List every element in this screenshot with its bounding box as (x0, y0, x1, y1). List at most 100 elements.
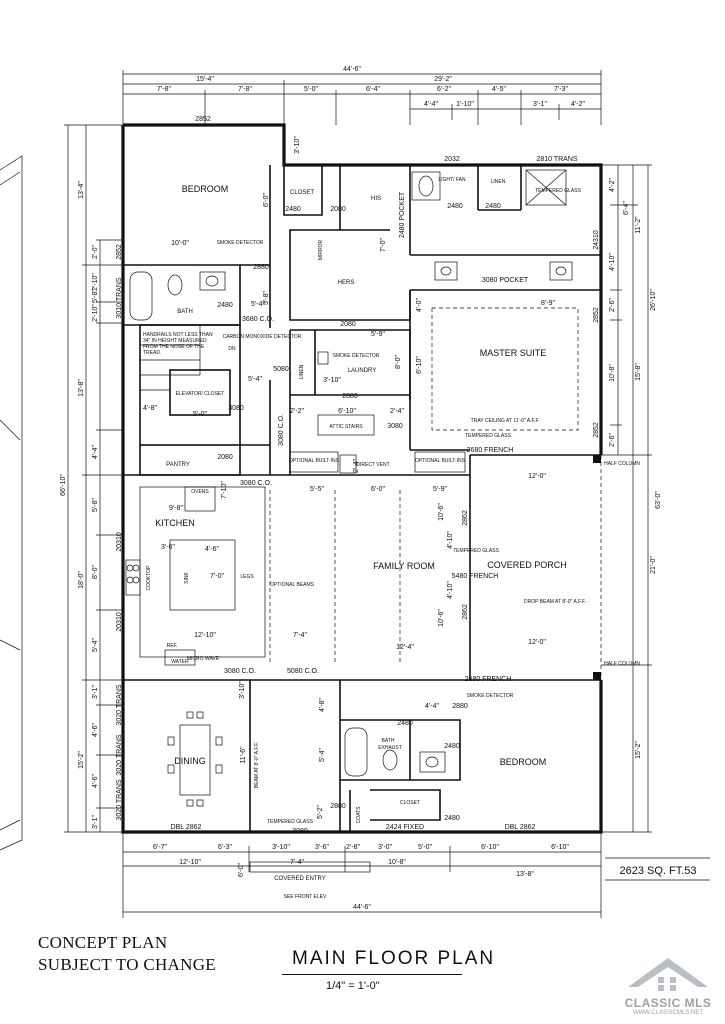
dim-int-st-d: 5'-4" (248, 376, 262, 383)
label-builtins-1: OPTIONAL BUILT-INS (289, 458, 340, 464)
label-bedroom-nw: BEDROOM (182, 184, 229, 194)
label-closet-se: CLOSET (400, 800, 420, 806)
dim-int-ms-w: 8'-9" (541, 300, 555, 307)
label-covered-entry: COVERED ENTRY (274, 876, 326, 882)
window-2852-ms2: 2852 (593, 422, 600, 438)
dim-int-v-e: 6'-10" (416, 356, 423, 374)
dim-top-left: 15'-4" (196, 76, 214, 83)
dim-int-v-h: 4'-10" (447, 531, 454, 549)
label-sink: SINK (184, 572, 190, 584)
label-smoke-2: SMOKE DETECTOR (333, 353, 380, 359)
plan-title: MAIN FLOOR PLAN (292, 948, 496, 969)
dim-int-l-c: 6'-10" (338, 408, 356, 415)
dim-bottom-4: 3'-6" (315, 844, 329, 851)
dim-top-b: 7'-8" (238, 86, 252, 93)
dim-int-k-c: 4'-6" (205, 546, 219, 553)
label-dining: DINING (174, 756, 206, 766)
label-tempered-glass-2: TEMPERED GLASS (465, 433, 512, 439)
door-2480-pocket: 2480 POCKET (399, 191, 406, 238)
window-24310: 24310 (593, 230, 600, 250)
dim-int-fr-a: 5'-5" (310, 486, 324, 493)
dim-int-k-b: 3'-6" (161, 544, 175, 551)
dim-int-fr-b: 6'-0" (371, 486, 385, 493)
dim-int-k-d: 7'-0" (210, 573, 224, 580)
door-2080-a: 2080 (340, 321, 356, 328)
dim-right-d: 15'-2" (635, 741, 642, 759)
label-family-room: FAMILY ROOM (373, 561, 435, 571)
label-master-suite: MASTER SUITE (480, 348, 547, 358)
dim-int-st-a: 4'-8" (143, 405, 157, 412)
dim-int-st-c: 5'-4" (251, 301, 265, 308)
dim-left-fine-8: 5'-4" (92, 638, 99, 652)
label-handrails: HANDRAILS NOT LESS THAN 34" IN HEIGHT ME… (143, 332, 213, 356)
window-3020-trans-c: 3020 TRANS (116, 779, 123, 820)
dim-int-bath-se-c: 5'-4" (319, 748, 326, 762)
label-laundry: LAUNDRY (348, 368, 377, 374)
tub-se (344, 727, 368, 777)
label-tempered-glass-4: TEMPERED GLASS (267, 819, 314, 825)
label-his: HIS (371, 196, 381, 202)
dim-int-fr-c: 5'-9" (433, 486, 447, 493)
dim-int-porch-w1: 12'-0" (528, 473, 546, 480)
window-2862-a: 2862 (462, 510, 469, 526)
door-2480-b: 2480 (217, 302, 233, 309)
bottom-dimensions: 6'-7" 6'-3" 3'-10" 3'-6" 2'-8" 3'-0" 5'-… (122, 832, 602, 918)
door-2480-c: 2480 (397, 720, 413, 727)
dim-left-fine-11: 4'-6" (92, 774, 99, 788)
toilet-nw (167, 274, 183, 296)
dim-left-seg-3: 18'-0" (78, 571, 85, 589)
dim-int-v-c: 3'-10" (294, 136, 301, 154)
dim-int-l-b: 3'-10" (323, 377, 341, 384)
dim-int-v-d: 4'-0" (416, 298, 423, 312)
label-closet-nw: CLOSET (290, 190, 314, 196)
dim-left-fine-1: 2'-0" (92, 245, 99, 259)
dim-top-d: 6'-4" (366, 86, 380, 93)
label-optional-beams: OPTIONAL BEAMS (270, 582, 315, 588)
dim-left-overall: 66'-10" (60, 474, 67, 496)
logo-url: WWW.CLASSICMLS.NET (632, 1010, 703, 1016)
label-direct-vent: DIRECT VENT (356, 462, 389, 468)
window-3010-trans: 3010 TRANS (116, 277, 123, 318)
window-20310-a: 20310 (116, 532, 123, 552)
dim-left-fine-9: 3'-1" (92, 685, 99, 699)
dim-int-k-e: 12'-10" (194, 632, 216, 639)
label-dn: DN (228, 346, 236, 352)
window-2862-b: 2862 (462, 604, 469, 620)
door-2880-b: 2880 (342, 393, 358, 400)
dim-bottom-9: 6'-10" (551, 844, 569, 851)
dim-right-a: 26'-10" (650, 289, 657, 311)
dim-bottom-row2-3: 10'-8" (388, 859, 406, 866)
dim-top-right: 29'-2" (434, 76, 452, 83)
dim-left-fine-10: 4'-6" (92, 723, 99, 737)
window-2810-trans: 2810 TRANS (536, 156, 577, 163)
dim-int-v-f: 10'-6" (438, 503, 445, 521)
label-tempered-glass-1: TEMPERED GLASS (535, 188, 582, 194)
dim-int-v-a: 6'-0" (263, 193, 270, 207)
door-2880-d: 2880 (330, 803, 346, 810)
interior-walls (123, 165, 601, 832)
window-3020-trans-b: 3020 TRANS (116, 734, 123, 775)
dim-int-v-g: 10'-6" (438, 609, 445, 627)
dim-right-overall: 63'-0" (655, 491, 662, 509)
dim-right-c: 21'-0" (650, 556, 657, 574)
dim-bottom-3: 3'-10" (272, 844, 290, 851)
dim-bottom-2: 6'-3" (218, 844, 232, 851)
door-2480-g: 2480 (485, 203, 501, 210)
label-cooktop: COOKTOP (146, 565, 152, 591)
door-2080-b: 2080 (217, 454, 233, 461)
door-3080-co-b: 3080 C.O. (278, 414, 285, 446)
dim-right-fine-3: 4'-10" (609, 253, 616, 271)
door-2480-d: 2480 (444, 743, 460, 750)
half-column-2 (593, 672, 601, 680)
sink-nw (199, 271, 226, 291)
top-dimensions: 44'-6" 15'-4" 29'-2" 7'-8" 7'-8" 5'-0" 6… (122, 66, 602, 125)
label-elevator: ELEVATOR/ CLOSET (176, 391, 225, 397)
dim-right-fine-2: 6'-4" (623, 201, 630, 215)
window-2032: 2032 (444, 156, 460, 163)
dim-bottom-7: 5'-0" (418, 844, 432, 851)
label-ref: REF. (167, 643, 178, 649)
window-2424-fixed: 2424 FIXED (386, 824, 424, 831)
label-smoke-3: SMOKE DETECTOR (467, 693, 514, 699)
door-2880-a: 2880 (253, 264, 269, 271)
concept-line-2: SUBJECT TO CHANGE (38, 955, 216, 974)
